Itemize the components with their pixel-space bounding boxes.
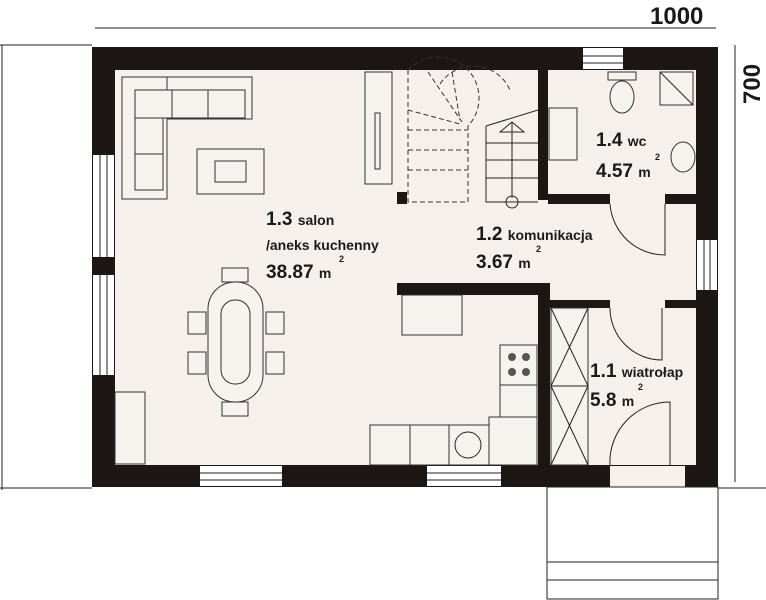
svg-text:1.1 wiatrołap: 1.1 wiatrołap bbox=[590, 361, 683, 382]
svg-text:2: 2 bbox=[638, 382, 643, 392]
room-name: salon bbox=[298, 212, 335, 228]
sofa bbox=[121, 76, 253, 200]
room-area: 3.67 bbox=[476, 252, 513, 273]
wc-fixtures bbox=[548, 71, 696, 173]
room-label-salon: 1.3 salon /aneks kuchenny 38.87 m 2 bbox=[266, 209, 379, 283]
room-name: wc bbox=[627, 133, 647, 149]
coffee-table bbox=[196, 148, 265, 195]
room-number: 1.3 bbox=[266, 209, 292, 230]
svg-text:2: 2 bbox=[655, 152, 660, 162]
svg-text:2: 2 bbox=[536, 244, 541, 254]
room-name-2: /aneks kuchenny bbox=[266, 237, 379, 253]
kitchen-units bbox=[114, 294, 538, 466]
floor bbox=[113, 68, 698, 468]
svg-text:1.3 salon: 1.3 salon bbox=[266, 209, 334, 230]
room-label-wc: 1.4 wc 4.57 m 2 bbox=[596, 130, 660, 182]
svg-text:1.2 komunikacja: 1.2 komunikacja bbox=[476, 224, 593, 245]
room-number: 1.2 bbox=[476, 224, 502, 245]
svg-text:1.4 wc: 1.4 wc bbox=[596, 130, 647, 151]
windows bbox=[93, 48, 717, 487]
room-name: wiatrołap bbox=[621, 364, 683, 380]
room-name: komunikacja bbox=[508, 227, 593, 243]
fireplace bbox=[364, 71, 393, 185]
svg-text:4.57 m: 4.57 m bbox=[596, 161, 651, 182]
svg-text:3.67 m: 3.67 m bbox=[476, 252, 531, 273]
room-number: 1.4 bbox=[596, 130, 623, 151]
room-label-wiatrolap: 1.1 wiatrołap 5.8 m 2 bbox=[590, 361, 683, 411]
width-dimension: 1000 bbox=[650, 3, 703, 30]
room-area: 5.8 bbox=[590, 390, 616, 411]
room-number: 1.1 bbox=[590, 361, 617, 382]
svg-text:5.8 m: 5.8 m bbox=[590, 390, 634, 411]
dining-table bbox=[187, 267, 285, 417]
dimension-lines bbox=[0, 27, 766, 490]
svg-text:2: 2 bbox=[339, 254, 344, 264]
entrance-steps bbox=[546, 486, 719, 600]
depth-dimension: 700 bbox=[739, 64, 766, 104]
stairs bbox=[407, 56, 539, 209]
room-area: 38.87 bbox=[266, 262, 314, 283]
room-label-komunikacja: 1.2 komunikacja 3.67 m 2 bbox=[476, 224, 593, 273]
room-area: 4.57 bbox=[596, 161, 633, 182]
doors bbox=[609, 203, 671, 466]
svg-text:38.87 m: 38.87 m bbox=[266, 262, 331, 283]
wardrobe bbox=[550, 307, 589, 466]
